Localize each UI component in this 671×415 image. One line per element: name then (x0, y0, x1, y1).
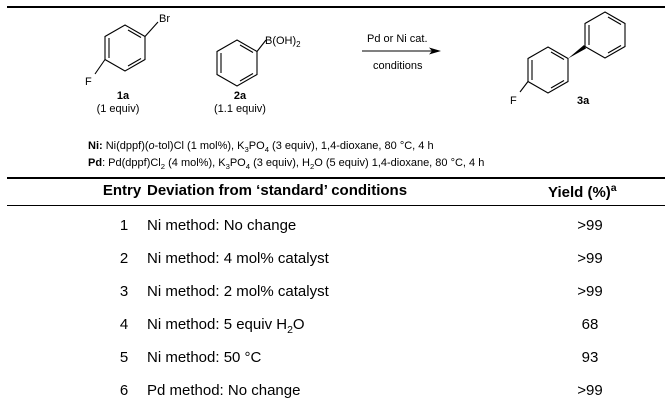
row-2-entry: 2 (119, 250, 129, 267)
product-3a-wedge-bond (568, 45, 586, 59)
row-3-deviation: Ni method: 2 mol% catalyst (147, 283, 329, 300)
reaction-arrow (362, 47, 441, 55)
pd-conditions: Pd: Pd(dppf)Cl2 (4 mol%), K3PO4 (3 equiv… (88, 157, 485, 172)
table-header-bottom-rule (7, 205, 665, 206)
pd-conditions-label: Pd (88, 157, 103, 169)
row-4-deviation: Ni method: 5 equiv H2O (147, 316, 305, 336)
reactant-2a (216, 39, 267, 87)
row-5-entry: 5 (119, 349, 129, 366)
reactant-1a (94, 21, 159, 75)
arrow-catalyst-label: Pd or Ni cat. (367, 33, 428, 45)
header-entry: Entry (102, 182, 142, 199)
row-6-entry: 6 (119, 382, 129, 399)
reactant-1a-f: F (85, 76, 92, 88)
reactant-2a-label: 2a (234, 90, 247, 102)
product-3a (519, 11, 626, 94)
row-1-deviation: Ni method: No change (147, 217, 297, 234)
row-2-yield: >99 (577, 250, 603, 267)
row-3-entry: 3 (119, 283, 129, 300)
row-2-deviation: Ni method: 4 mol% catalyst (147, 250, 329, 267)
reactant-2a-equiv: (1.1 equiv) (214, 103, 266, 115)
reaction-scheme: Br F 1a (1 equiv) B(OH)2 2a (1.1 equiv) … (85, 11, 626, 115)
product-3a-f: F (510, 95, 517, 107)
row-4-entry: 4 (119, 316, 129, 333)
header-deviation: Deviation from ‘standard’ conditions (147, 182, 408, 199)
reactant-1a-br: Br (159, 13, 170, 25)
reactant-2a-boronic: B(OH)2 (265, 35, 301, 49)
row-5-deviation: Ni method: 50 °C (147, 349, 262, 366)
row-1-entry: 1 (119, 217, 129, 234)
row-3-yield: >99 (577, 283, 603, 300)
row-4-yield: 68 (581, 316, 599, 333)
row-5-yield: 93 (581, 349, 599, 366)
row-6-yield: >99 (577, 382, 603, 399)
row-6-deviation: Pd method: No change (147, 382, 301, 399)
ni-conditions-label: Ni: (88, 140, 103, 152)
table-header-top-rule (7, 177, 665, 179)
row-1-yield: >99 (577, 217, 603, 234)
header-yield: Yield (%)a (548, 182, 617, 201)
top-rule (7, 6, 665, 8)
reactant-1a-label: 1a (117, 90, 130, 102)
product-3a-label: 3a (577, 95, 590, 107)
ni-conditions: Ni: Ni(dppf)(o-tol)Cl (1 mol%), K3PO4 (3… (88, 140, 434, 155)
reactant-1a-equiv: (1 equiv) (97, 103, 140, 115)
arrow-conditions-label: conditions (373, 60, 423, 72)
